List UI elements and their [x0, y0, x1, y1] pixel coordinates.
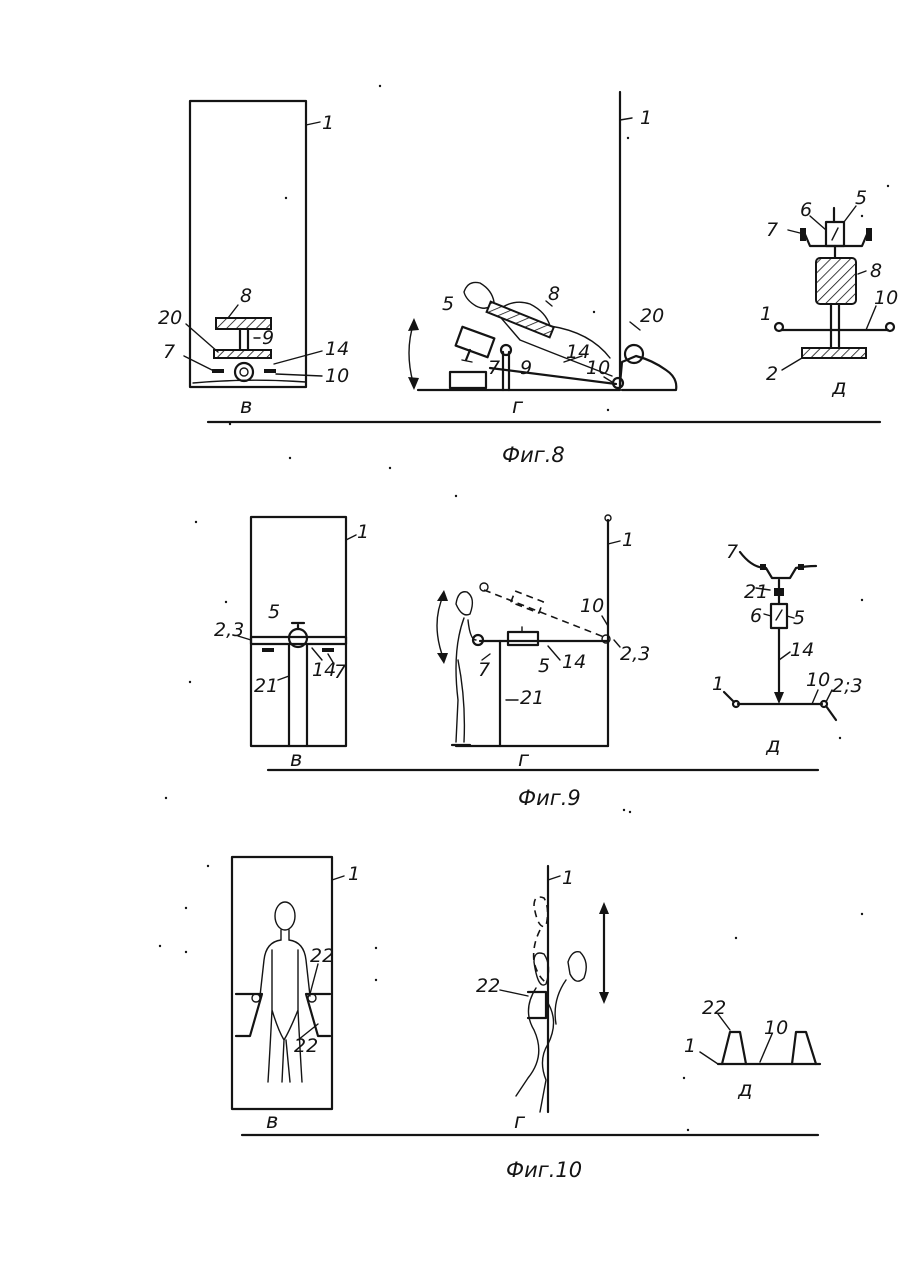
figure-8: 1 8 20 9 7 14 10 в: [158, 92, 898, 467]
fig10-d-label-22: 22: [702, 997, 726, 1019]
swing-arrow: [409, 322, 414, 386]
fig10-caption: Фиг.10: [506, 1158, 582, 1182]
fig8-d-label-5: 5: [855, 187, 867, 209]
pad-8-front: [816, 258, 856, 304]
fig9-view-v: 1 5 2,3 14 7 21 в: [214, 517, 369, 771]
fig10-view-d: 22 10 1 д: [684, 997, 820, 1101]
fig10-view-v: 1 22 22 в: [232, 857, 360, 1133]
fig9-d-label-10: 10: [806, 669, 830, 691]
figure-10: 1 22 22 в 1 22 г: [232, 857, 820, 1182]
fig8-g-label-5: 5: [442, 293, 454, 315]
person-head-fig9: [456, 592, 472, 615]
fig10-view-v-letter: в: [266, 1109, 278, 1133]
fig9-g-label-7: 7: [478, 659, 490, 681]
fig9-d-label-23: 2;3: [832, 675, 863, 697]
fig9-v-label-23: 2,3: [214, 619, 244, 641]
fig8-view-v-letter: в: [240, 394, 252, 418]
fig8-v-label-10: 10: [325, 365, 349, 387]
fig9-d-label-21: 21: [744, 581, 768, 603]
fig8-g-label-9: 9: [520, 357, 532, 379]
fig9-v-label-21: 21: [254, 675, 278, 697]
fig9-g-label-1: 1: [622, 529, 634, 551]
weight-5: [456, 327, 495, 357]
fig8-view-g: 1 8 5 20 7 9 14 10 г: [408, 92, 676, 418]
fig8-view-d-letter: д: [831, 375, 847, 399]
fig9-view-d-letter: д: [765, 733, 781, 757]
fig9-g-label-14: 14: [562, 651, 586, 673]
fig10-view-g: 1 22 г: [476, 866, 609, 1133]
fig9-v-label-7: 7: [334, 661, 346, 683]
fig8-v-label-14: 14: [325, 338, 349, 360]
fig9-view-g-letter: г: [518, 747, 530, 771]
fig8-g-label-20: 20: [640, 305, 664, 327]
person-head-fig10: [275, 902, 295, 930]
fig8-d-label-8: 8: [870, 260, 882, 282]
fig8-g-label-7: 7: [488, 357, 500, 379]
fig9-v-label-1: 1: [357, 521, 369, 543]
fig10-g-label-22: 22: [476, 975, 500, 997]
fig9-v-label-14: 14: [312, 659, 336, 681]
fig8-g-label-8: 8: [548, 283, 560, 305]
fig8-v-label-8: 8: [240, 285, 252, 307]
fig9-g-label-21: 21: [520, 687, 544, 709]
figure-9: 1 5 2,3 14 7 21 в: [214, 515, 863, 810]
fig10-d-label-1: 1: [684, 1035, 696, 1057]
fig8-g-label-10: 10: [586, 357, 610, 379]
hinge-roller: [235, 363, 253, 381]
fig9-d-label-14: 14: [790, 639, 814, 661]
fig9-g-label-23: 2,3: [620, 643, 650, 665]
fig8-view-g-letter: г: [512, 394, 524, 418]
fig8-v-label-20: 20: [158, 307, 182, 329]
fig8-d-label-10: 10: [874, 287, 898, 309]
fig10-v-label-22-bottom: 22: [294, 1035, 318, 1057]
base-2: [802, 348, 866, 358]
fig8-d-label-6: 6: [800, 199, 812, 221]
fig8-v-label-7: 7: [163, 341, 175, 363]
fig8-d-label-2: 2: [766, 363, 778, 385]
fig9-d-label-7: 7: [726, 541, 738, 563]
fig9-d-label-5: 5: [793, 607, 805, 629]
fig9-d-label-1: 1: [712, 673, 724, 695]
fig8-view-v: 1 8 20 9 7 14 10 в: [158, 101, 349, 418]
back-pad-8: [487, 302, 554, 338]
fig10-g-label-1: 1: [562, 867, 574, 889]
fig8-view-d: 6 5 7 8 1 10 2 д: [760, 187, 898, 399]
fig8-d-label-1: 1: [760, 303, 772, 325]
fig9-g-label-5: 5: [538, 655, 550, 677]
fig10-d-label-10: 10: [764, 1017, 788, 1039]
fig10-view-g-letter: г: [514, 1109, 526, 1133]
fig10-view-d-letter: д: [737, 1077, 753, 1101]
fig8-v-label-9: 9: [262, 327, 274, 349]
fig9-caption: Фиг.9: [518, 786, 581, 810]
fig9-v-label-5: 5: [268, 601, 280, 623]
fig8-d-label-7: 7: [766, 219, 778, 241]
fig9-g-label-10: 10: [580, 595, 604, 617]
fig8-v-label-1: 1: [322, 112, 334, 134]
fig8-g-label-1: 1: [640, 107, 652, 129]
foot-roller: [625, 345, 643, 363]
fig10-v-label-22-top: 22: [310, 945, 334, 967]
fig10-v-label-1: 1: [348, 863, 360, 885]
fig9-d-label-6: 6: [750, 605, 762, 627]
fig9-view-v-letter: в: [290, 747, 302, 771]
fig9-view-g: 1 10 2,3 5 14 7 21 г: [437, 515, 650, 771]
fig8-caption: Фиг.8: [502, 443, 565, 467]
fig9-view-d: 7 21 6 5 14 1 10 2;3 д: [712, 541, 863, 757]
